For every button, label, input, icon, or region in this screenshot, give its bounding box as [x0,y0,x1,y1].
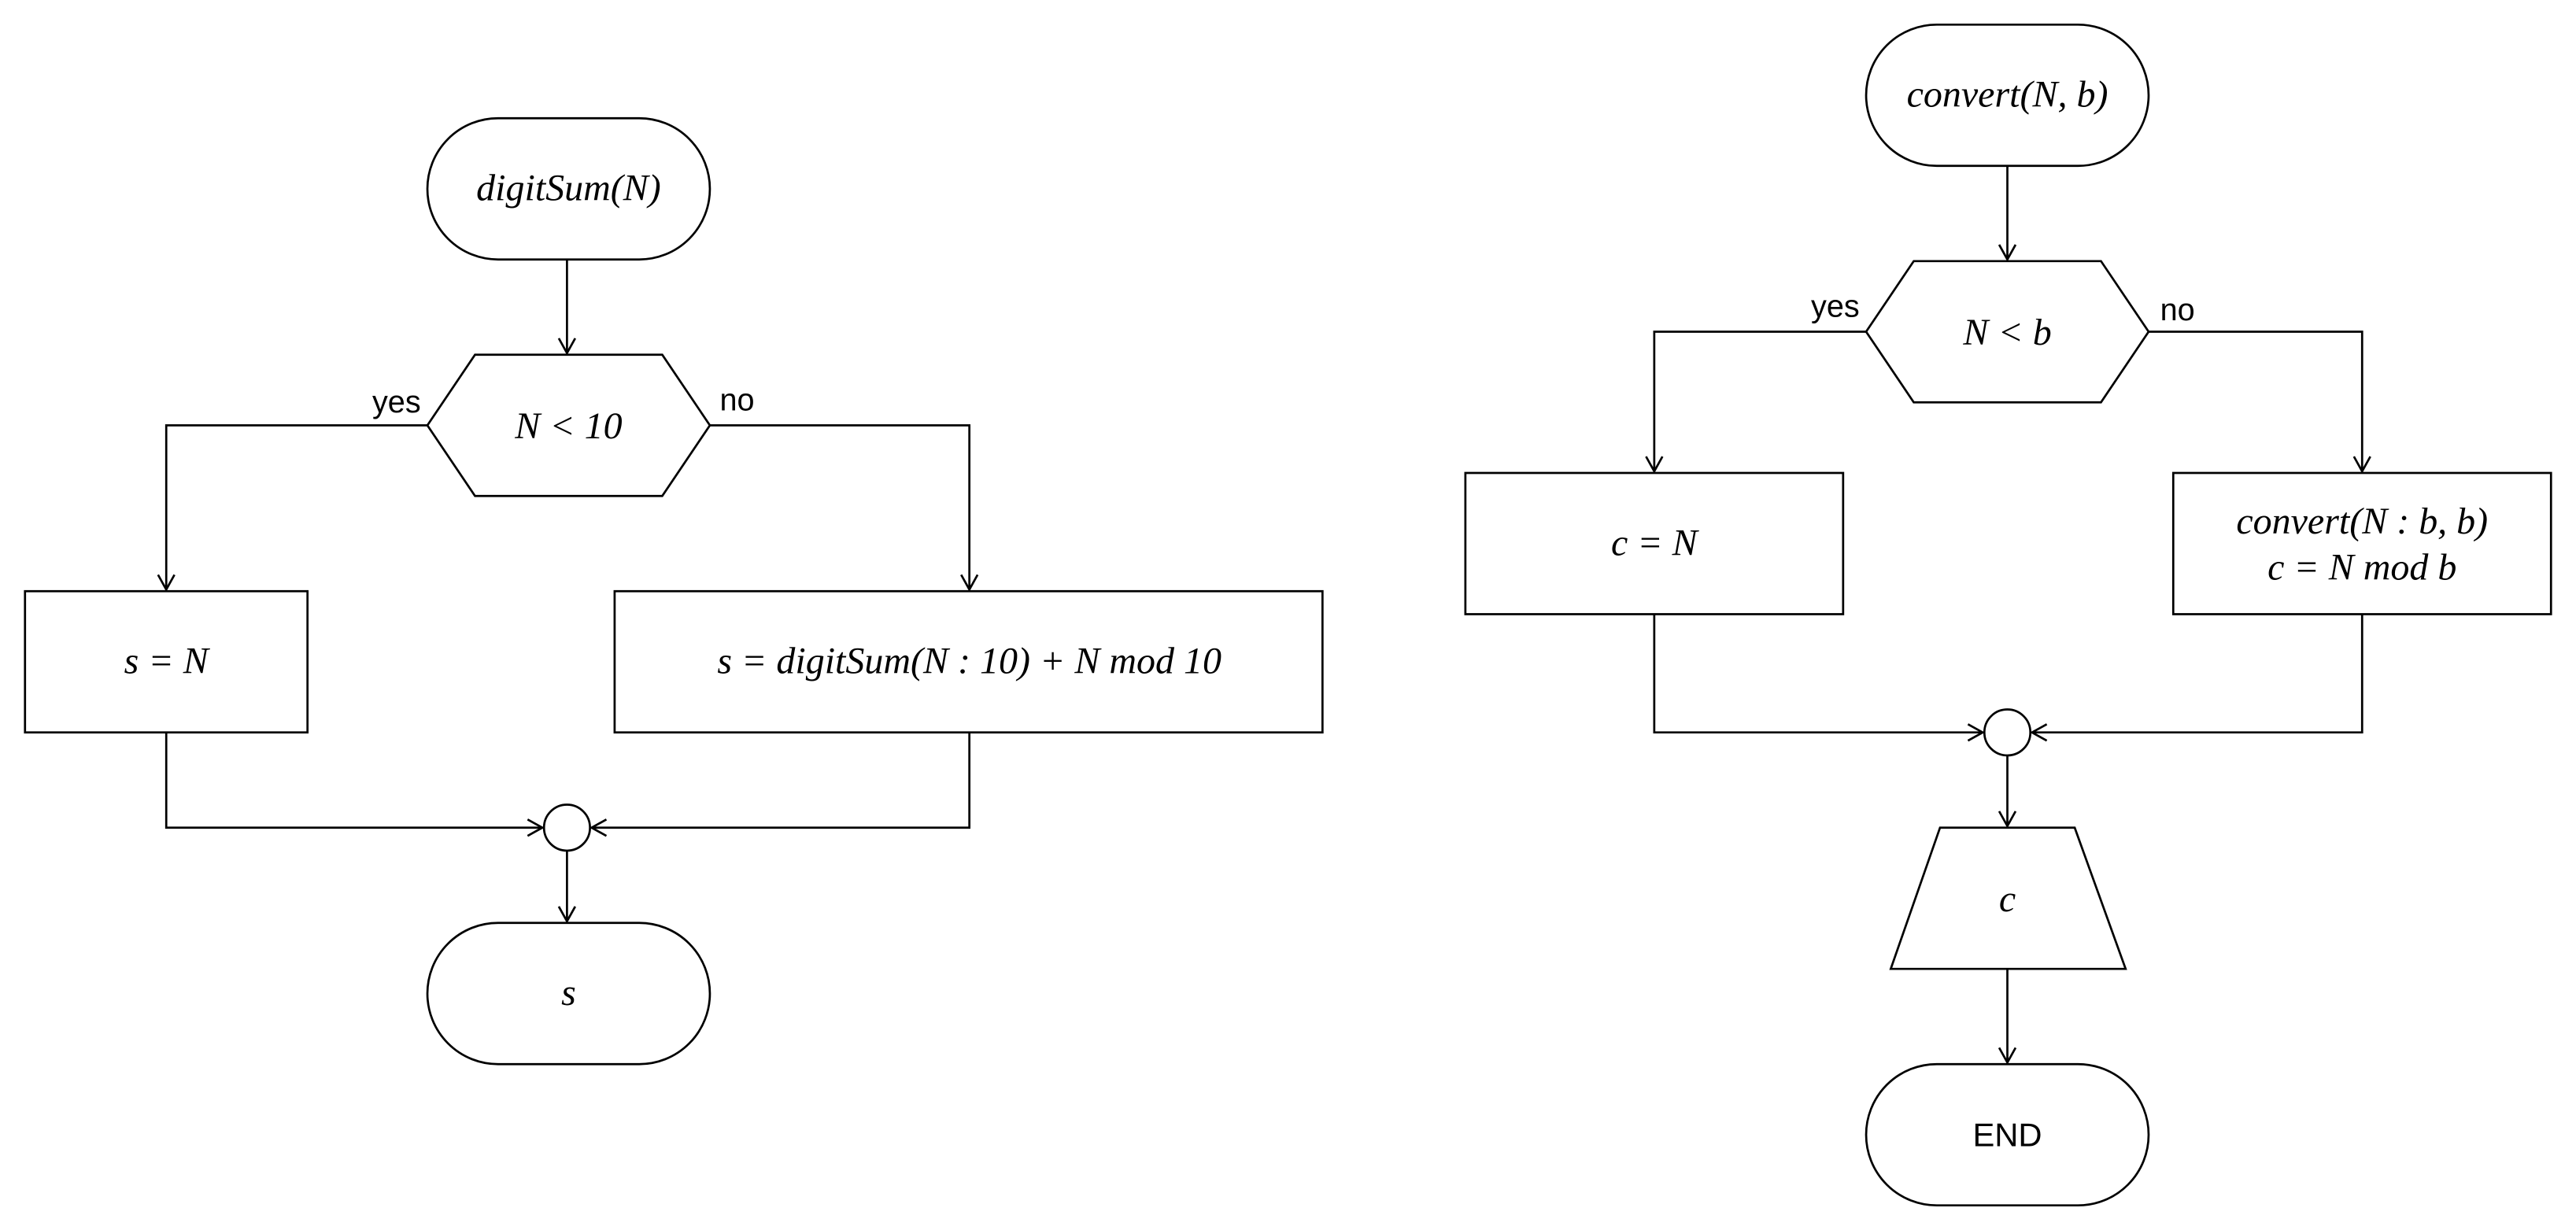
end-label: END [1972,1117,2042,1154]
yes-process-label: s = N [124,641,211,682]
yes-process-box [24,589,309,734]
start-terminal [426,116,711,261]
merge-connector-right [589,732,971,837]
no-process-label: s = digitSum(N : 10) + N mod 10 [717,641,1221,682]
no-connector [709,424,979,592]
decision-label: N < b [1962,312,2051,353]
no-label: no [719,383,754,418]
no-connector [2148,331,2371,474]
merge-connector-left [164,732,545,837]
no-process-box [613,589,1324,734]
output-label: c [1999,878,2016,920]
digit-sum-flowchart: digitSum(N) N < 10 yes no s = N s = digi… [24,116,1324,1066]
yes-label: yes [1811,290,1860,324]
no-process-box [2171,471,2552,615]
no-label: no [2160,293,2195,327]
end-label: s [561,972,576,1014]
output-trapezoid [1889,826,2127,970]
yes-connector [1645,331,1867,474]
merge-connector-right [2030,614,2363,742]
decision-label: N < 10 [514,405,622,447]
start-label: convert(N, b) [1907,74,2108,116]
no-process-label-line2: c = N mod b [2267,547,2456,589]
yes-process-label: c = N [1611,522,1700,563]
yes-connector [157,424,428,592]
merge-junction [1983,708,2032,757]
merge-junction [542,803,591,852]
no-process-label-line1: convert(N : b, b) [2236,500,2488,542]
convert-flowchart: convert(N, b) N < b yes no c = N convert… [1464,23,2552,1207]
yes-label: yes [372,385,421,419]
start-label: digitSum(N) [476,168,661,209]
end-terminal [1865,1062,2150,1207]
end-terminal [426,922,711,1066]
merge-connector-left [1653,614,1986,742]
